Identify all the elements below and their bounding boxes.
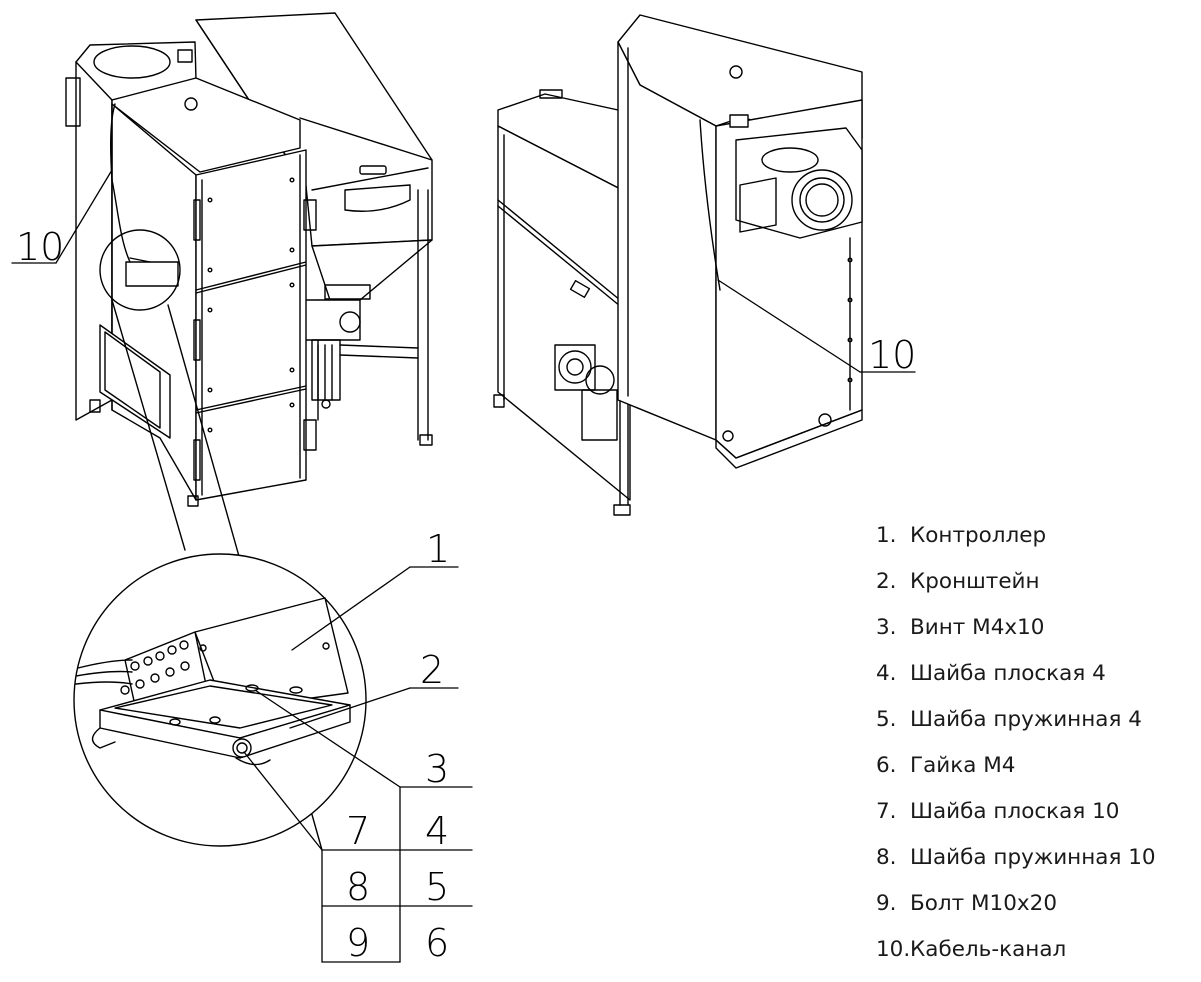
parts-list-item: 2.Кронштейн (876, 569, 1040, 594)
detail-view-controller (73, 299, 367, 851)
callout-4: 4 (425, 809, 449, 853)
parts-list-item: 7.Шайба плоская 10 (876, 799, 1120, 824)
left-boiler-illustration (65, 12, 433, 507)
callout-2: 2 (420, 648, 444, 692)
callout-10-left: 10 (16, 225, 64, 269)
leader-lines (11, 169, 916, 963)
parts-list-item: 1.Контроллер (876, 523, 1047, 548)
callout-5: 5 (425, 865, 449, 909)
parts-list-item: 6.Гайка М4 (876, 753, 1016, 778)
parts-list: 1.Контроллер 2.Кронштейн 3.Винт М4х10 4.… (876, 522, 1156, 982)
callout-3: 3 (425, 747, 449, 791)
parts-list-item: 10.Кабель-канал (876, 937, 1067, 962)
parts-list-item: 5.Шайба пружинная 4 (876, 707, 1142, 732)
callout-7: 7 (346, 809, 370, 853)
parts-list-item: 4.Шайба плоская 4 (876, 661, 1106, 686)
callout-10-right: 10 (868, 333, 916, 377)
callout-numbers: 10 10 1 2 3 7 4 8 5 9 6 (16, 225, 916, 965)
callout-8: 8 (346, 865, 370, 909)
callout-9: 9 (346, 921, 370, 965)
callout-1: 1 (426, 527, 450, 571)
parts-list-item: 3.Винт М4х10 (876, 615, 1045, 640)
right-boiler-illustration (493, 14, 863, 516)
callout-6: 6 (425, 921, 449, 965)
parts-list-item: 9.Болт М10х20 (876, 891, 1057, 916)
parts-list-item: 8.Шайба пружинная 10 (876, 845, 1156, 870)
